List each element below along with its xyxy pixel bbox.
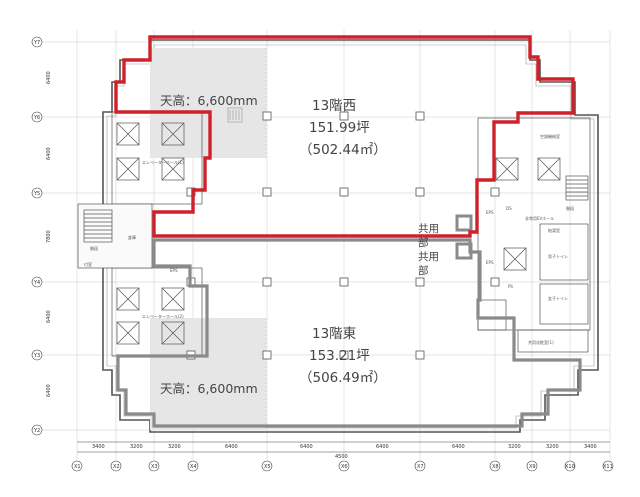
floor-name-west: 13階西	[312, 98, 356, 114]
label-eps-2: EPS	[486, 210, 494, 215]
shared-label-top: 共用	[418, 223, 439, 235]
label-stair-a: 階段	[90, 245, 98, 251]
row-axis-y3: Y3	[33, 353, 40, 359]
label-stair-c: 階段	[566, 205, 574, 211]
east-tenant-outline	[116, 238, 582, 428]
total-dim: 4500	[335, 454, 348, 460]
row-axis-markers: Y7 Y6 Y5 Y4 Y3 Y2	[31, 36, 43, 436]
label-mech: 空調機械室	[540, 133, 560, 139]
label-ps: PS	[508, 284, 513, 289]
ceiling-height-east: 天高：6,600mm	[160, 381, 258, 396]
left-core	[77, 111, 203, 357]
col-dim-2: 3200	[130, 444, 143, 450]
col-axis-x1: X1	[74, 464, 81, 470]
label-lift-hall: 非常用EVホール	[525, 215, 554, 221]
label-kitchen: 給湯室	[548, 227, 560, 233]
row-dimensions: 6400 6400 7800 6400 6400	[46, 71, 52, 397]
col-axis-x3: X3	[151, 464, 158, 470]
floor-sqm-west: （502.44㎡）	[299, 142, 387, 158]
building-outer-wall	[102, 39, 599, 433]
row-dim-2: 6400	[46, 147, 52, 160]
row-axis-y7: Y7	[33, 40, 40, 46]
col-dim-4: 6400	[225, 444, 238, 450]
west-tenant-outline	[114, 35, 575, 238]
row-axis-y2: Y2	[33, 428, 40, 434]
col-dim-10: 3400	[584, 444, 597, 450]
columns	[186, 111, 500, 360]
grid-lines	[35, 30, 611, 460]
row-dim-1: 6400	[46, 71, 52, 84]
stair-west-ceiling	[227, 107, 243, 123]
column-axis-markers: X1 X2 X3 X4 X5 X6 X7 X8 X9 X10 X11	[71, 460, 614, 472]
label-toilet-m: 男子トイレ	[548, 253, 568, 259]
floor-tsubo-west: 151.99坪	[309, 120, 370, 136]
col-axis-x9: X9	[529, 464, 536, 470]
row-axis-y6: Y6	[33, 115, 40, 121]
ceiling-zone-west	[150, 48, 266, 158]
label-eps-3: EPS	[486, 260, 494, 265]
ceiling-height-west: 天高：6,600mm	[160, 93, 258, 108]
column-dimensions: 3400 3200 3200 6400 6400 6400 6400 3200 …	[77, 441, 610, 460]
col-axis-x4: X4	[190, 464, 197, 470]
label-elevator-hall-1: エレベーターホール(1)	[142, 159, 184, 165]
label-ds: DS	[506, 206, 512, 211]
shared-label-bottom-2: 部	[418, 264, 429, 277]
label-room-big: 共用化粧室(1)	[528, 339, 554, 345]
label-eps-1: EPS	[170, 268, 178, 273]
col-axis-x2: X2	[113, 464, 120, 470]
row-axis-y4: Y4	[33, 280, 40, 286]
label-elevator-hall-2: エレベーターホール(2)	[142, 313, 184, 319]
col-dim-6: 6400	[376, 444, 389, 450]
shared-label-bottom: 共用	[418, 251, 439, 263]
label-small-room: 付室	[84, 261, 92, 267]
col-axis-x5: X5	[264, 464, 271, 470]
row-axis-y5: Y5	[33, 191, 40, 197]
col-dim-9: 3200	[546, 444, 559, 450]
label-storage: 倉庫	[128, 234, 136, 240]
col-dim-1: 3400	[92, 444, 105, 450]
col-axis-x6: X6	[341, 464, 348, 470]
row-dim-4: 6400	[46, 310, 52, 323]
shared-label-top-2: 部	[418, 236, 429, 249]
col-dim-8: 3200	[508, 444, 521, 450]
col-dim-7: 6400	[452, 444, 465, 450]
floor-sqm-east: （506.49㎡）	[299, 370, 387, 386]
col-dim-5: 6400	[300, 444, 313, 450]
col-axis-x7: X7	[417, 464, 424, 470]
floor-tsubo-east: 153.21坪	[309, 348, 370, 364]
row-dim-5: 6400	[46, 384, 52, 397]
col-axis-x10: X10	[565, 464, 575, 470]
floor-name-east: 13階東	[312, 326, 356, 342]
col-axis-x11: X11	[603, 464, 613, 470]
label-toilet-f: 女子トイレ	[548, 295, 568, 301]
row-dim-3: 7800	[46, 230, 52, 243]
col-dim-3: 3200	[168, 444, 181, 450]
col-axis-x8: X8	[492, 464, 499, 470]
